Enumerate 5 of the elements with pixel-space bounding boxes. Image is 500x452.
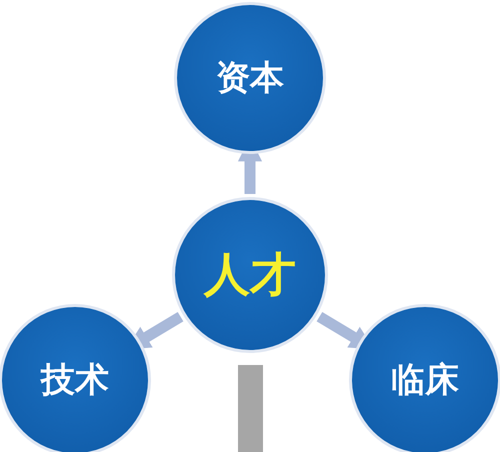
node-label: 资本 <box>216 57 284 100</box>
node-label: 人才 <box>204 246 296 303</box>
node-label: 临床 <box>391 359 459 402</box>
stand-bar <box>238 365 263 452</box>
node-label: 技术 <box>41 359 109 402</box>
